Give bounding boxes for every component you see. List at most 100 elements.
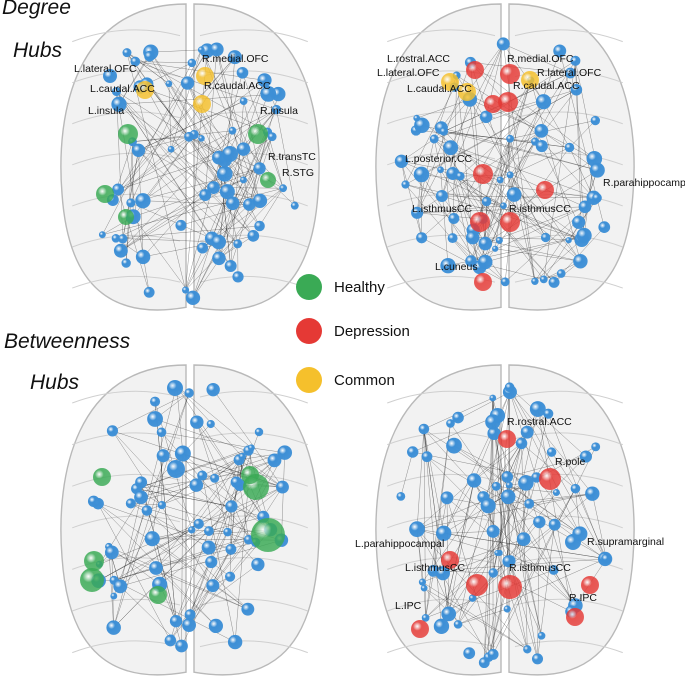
network-node — [184, 609, 196, 621]
hub-node-blue — [167, 460, 185, 478]
network-node — [421, 613, 430, 622]
network-edge — [456, 75, 581, 262]
network-edge — [116, 91, 238, 244]
hub-node-green — [241, 466, 259, 484]
network-edge — [416, 43, 504, 213]
network-edge — [204, 49, 217, 195]
network-node — [184, 388, 194, 398]
network-node — [113, 243, 128, 258]
network-node — [466, 473, 482, 488]
network-node — [118, 234, 128, 244]
network-edge — [112, 50, 208, 201]
gyrus-line — [199, 432, 308, 446]
network-edge — [485, 169, 598, 244]
network-edge — [216, 49, 261, 201]
gyrus-line — [387, 640, 496, 654]
hub-node-red — [498, 575, 522, 599]
network-edge — [132, 216, 194, 298]
network-node — [225, 543, 237, 555]
legend-healthy-dot — [296, 274, 322, 300]
network-node — [533, 515, 546, 529]
network-edge — [213, 168, 260, 188]
network-edge — [423, 429, 444, 534]
network-node — [141, 505, 153, 516]
hub-node-red — [566, 608, 584, 626]
network-edge — [116, 91, 190, 137]
network-node — [433, 618, 450, 634]
network-edge — [198, 486, 283, 525]
gyrus-line — [199, 598, 308, 612]
hub-label: L.parahippocampal — [355, 538, 444, 550]
network-node — [572, 215, 586, 229]
network-edge — [118, 157, 219, 190]
network-edge — [472, 237, 582, 240]
network-node — [523, 645, 532, 654]
network-edge — [136, 447, 252, 489]
network-edge — [521, 443, 576, 489]
network-edge — [575, 488, 607, 559]
betweenness-title: Betweenness — [4, 330, 131, 353]
network-edge — [113, 486, 283, 581]
network-edge — [509, 391, 593, 494]
network-node — [435, 189, 448, 203]
network-node — [188, 526, 196, 534]
network-node — [585, 486, 600, 501]
hub-label: R.medial.OFC — [507, 53, 574, 65]
network-edge — [130, 49, 202, 203]
network-node — [539, 275, 548, 284]
network-node — [150, 396, 161, 407]
network-node — [189, 478, 204, 492]
network-node — [238, 452, 247, 461]
network-edge — [416, 529, 489, 658]
network-node — [546, 447, 557, 457]
hub-node-yellow — [441, 73, 459, 91]
legend-depression: Depression — [296, 318, 410, 344]
network-node — [240, 176, 247, 184]
hub-node-green — [260, 172, 276, 188]
network-node — [225, 571, 236, 582]
network-node — [87, 495, 100, 508]
hub-label: L.IPC — [395, 600, 422, 612]
network-node — [520, 425, 534, 439]
network-node — [197, 46, 205, 54]
hub-node-green — [118, 124, 138, 144]
network-edge — [400, 451, 413, 497]
network-edge — [97, 503, 248, 610]
network-edge — [441, 127, 546, 238]
network-node — [505, 481, 513, 489]
network-node — [207, 181, 220, 194]
gyrus-line — [514, 557, 623, 570]
network-edge — [189, 529, 192, 615]
network-edge — [486, 89, 577, 118]
network-node — [135, 249, 151, 265]
network-edge — [569, 147, 594, 198]
gyrus-line — [72, 432, 181, 446]
network-node — [247, 444, 255, 452]
network-edge — [142, 134, 195, 201]
gyrus-line — [72, 598, 181, 612]
network-edge — [551, 451, 576, 489]
right-hemisphere — [508, 364, 635, 676]
network-edge — [211, 93, 269, 239]
network-edge — [405, 184, 582, 240]
network-node — [241, 602, 255, 616]
degree-hubs-title: Hubs — [13, 39, 63, 62]
network-node — [223, 527, 232, 537]
legend-common-dot — [296, 367, 322, 393]
network-edge — [470, 62, 595, 159]
network-edge — [492, 446, 596, 655]
network-node — [236, 142, 251, 156]
network-node — [437, 166, 444, 174]
network-node — [535, 94, 552, 110]
network-edge — [161, 432, 252, 449]
network-node — [230, 476, 243, 488]
network-edge — [473, 79, 531, 231]
network-node — [407, 446, 419, 458]
network-node — [586, 150, 603, 167]
network-node — [489, 394, 497, 402]
left-hemisphere — [60, 3, 187, 311]
network-node — [198, 135, 205, 142]
network-node — [182, 286, 190, 294]
